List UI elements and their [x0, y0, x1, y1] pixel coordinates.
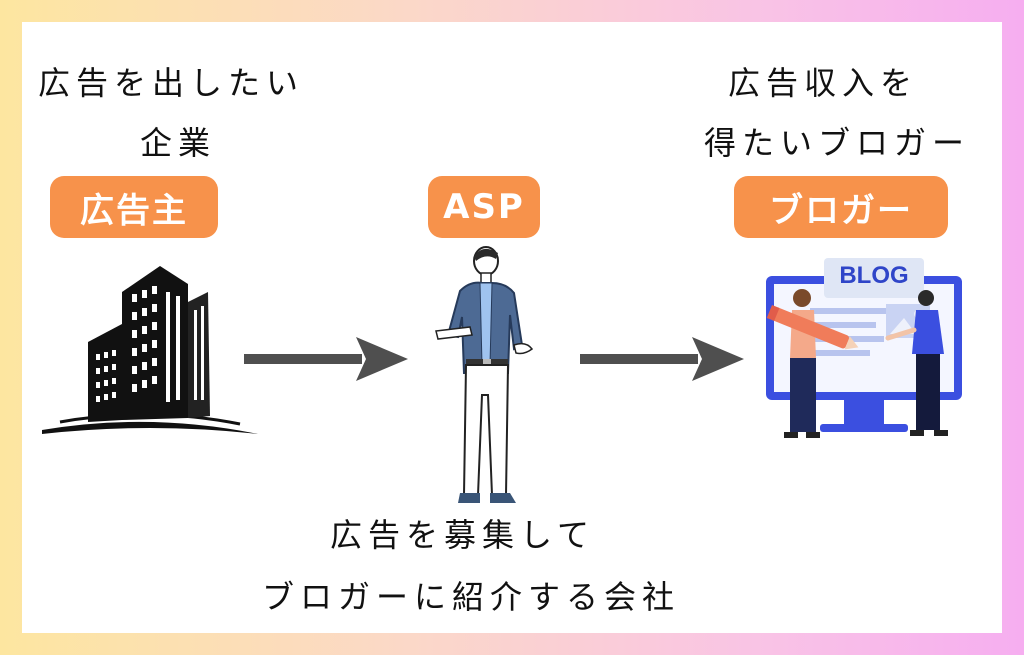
- asp-badge: ASP: [428, 176, 540, 238]
- asp-caption-line1: 広告を募集して: [330, 516, 596, 554]
- businessman-icon: [435, 246, 534, 503]
- advertiser-caption-line1: 広告を出したい: [38, 64, 305, 102]
- arrow-right-icon: [580, 337, 744, 381]
- asp-caption-line2: ブロガーに紹介する会社: [262, 578, 681, 616]
- blogger-caption-line1: 広告収入を: [728, 64, 919, 102]
- blogger-caption-line2: 得たいブロガー: [704, 124, 971, 162]
- arrow-right-icon: [244, 337, 408, 381]
- monitor-label: BLOG: [839, 262, 909, 289]
- advertiser-badge: 広告主: [50, 176, 218, 238]
- blogger-badge: ブロガー: [734, 176, 948, 238]
- advertiser-caption-line2: 企業: [140, 124, 217, 162]
- bloggers-monitor-icon: BLOG: [758, 250, 968, 450]
- building-icon: [42, 266, 258, 434]
